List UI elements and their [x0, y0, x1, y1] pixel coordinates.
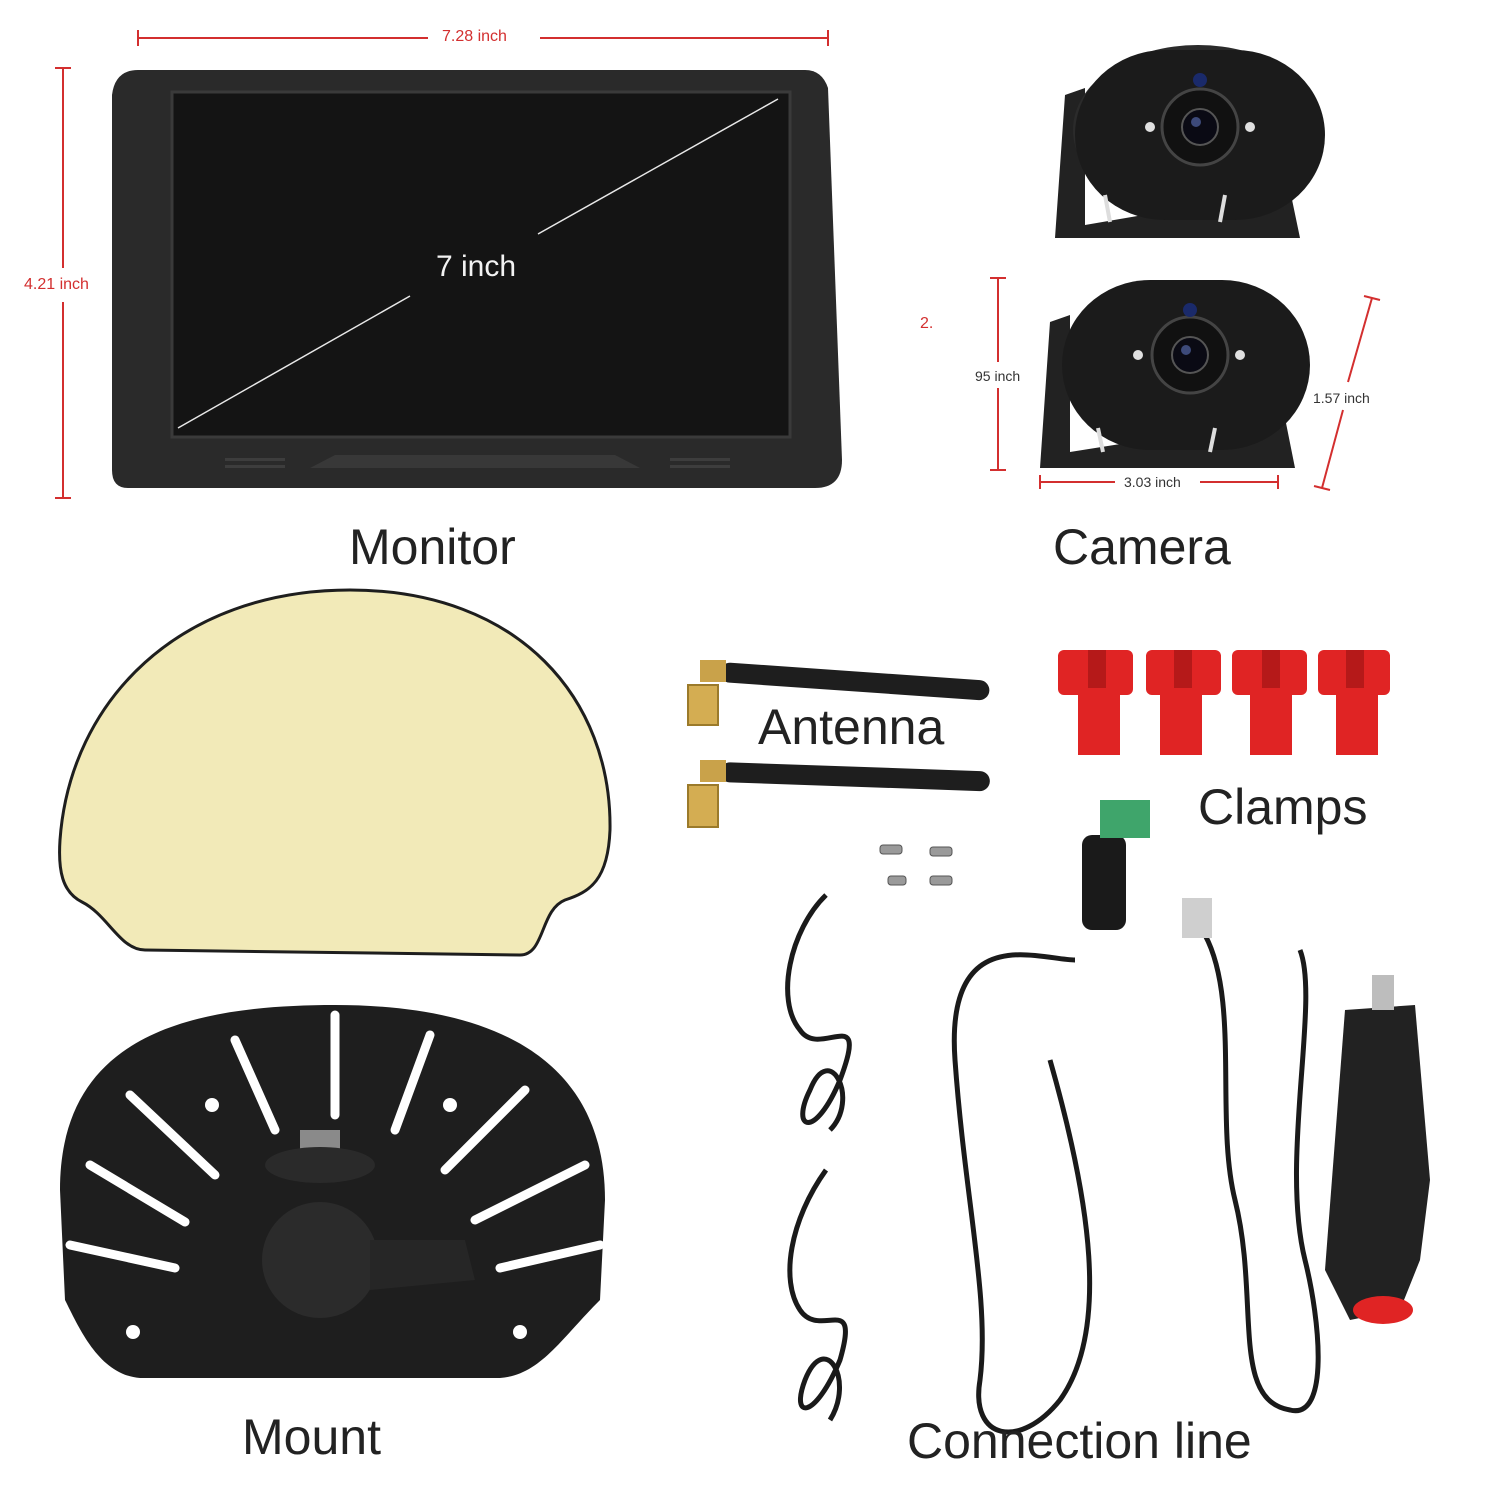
monitor-height-label: 4.21 inch [24, 276, 89, 293]
connection-line-label: Connection line [907, 1413, 1252, 1469]
antenna-label: Antenna [758, 699, 945, 755]
monitor-image [112, 70, 842, 488]
monitor-diagonal-label: 7 inch [436, 250, 517, 283]
mount-image [60, 1005, 605, 1378]
cigarette-plug-image [1325, 975, 1430, 1324]
camera-image-1 [1055, 45, 1325, 238]
monitor-label: Monitor [349, 519, 516, 575]
connection-line-image [785, 893, 1321, 1435]
camera-height-label: 95 inch [975, 368, 1021, 384]
camera-width-label: 3.03 inch [1124, 474, 1181, 490]
screws-image [879, 844, 953, 886]
camera-depth-label: 1.57 inch [1313, 390, 1370, 406]
camera-quantity-label: 2. [920, 315, 934, 332]
camera-width-dimension [1039, 475, 1279, 489]
monitor-height-dimension [55, 67, 71, 499]
antenna-image-2 [687, 760, 990, 828]
camera-depth-dimension [1313, 295, 1381, 491]
monitor-width-dimension [137, 30, 829, 46]
monitor-width-label: 7.28 inch [442, 28, 507, 45]
camera-label: Camera [1053, 519, 1231, 575]
mount-label: Mount [242, 1409, 381, 1465]
camera-image-2 [1040, 280, 1310, 468]
antenna-image-1 [687, 660, 990, 726]
adhesive-pad-image [58, 588, 612, 957]
clamp-image-3 [1232, 650, 1307, 755]
camera-height-dimension [990, 277, 1006, 471]
clamp-image-2 [1146, 650, 1221, 755]
dc-connector-image [1082, 800, 1212, 938]
clamps-label: Clamps [1198, 779, 1368, 835]
clamp-image-1 [1058, 650, 1133, 755]
clamp-image-4 [1318, 650, 1390, 755]
